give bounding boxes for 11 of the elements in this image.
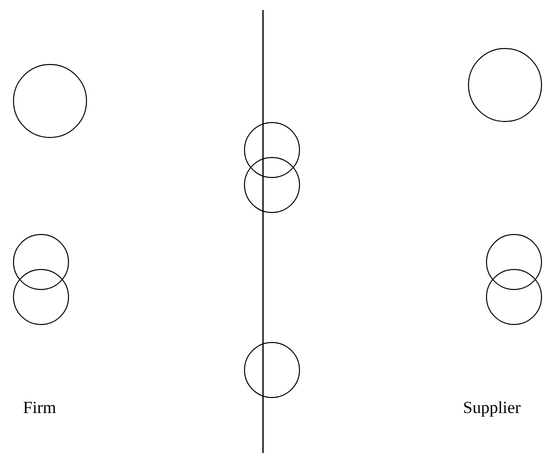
circle bbox=[244, 157, 300, 213]
circle bbox=[244, 122, 300, 178]
circle bbox=[244, 342, 300, 398]
circle bbox=[486, 234, 542, 290]
circle bbox=[13, 269, 69, 325]
side-label: Firm bbox=[23, 398, 56, 418]
circle bbox=[13, 64, 87, 138]
circle bbox=[468, 48, 542, 122]
circle bbox=[486, 269, 542, 325]
side-label: Supplier bbox=[463, 398, 521, 418]
circle bbox=[13, 234, 69, 290]
